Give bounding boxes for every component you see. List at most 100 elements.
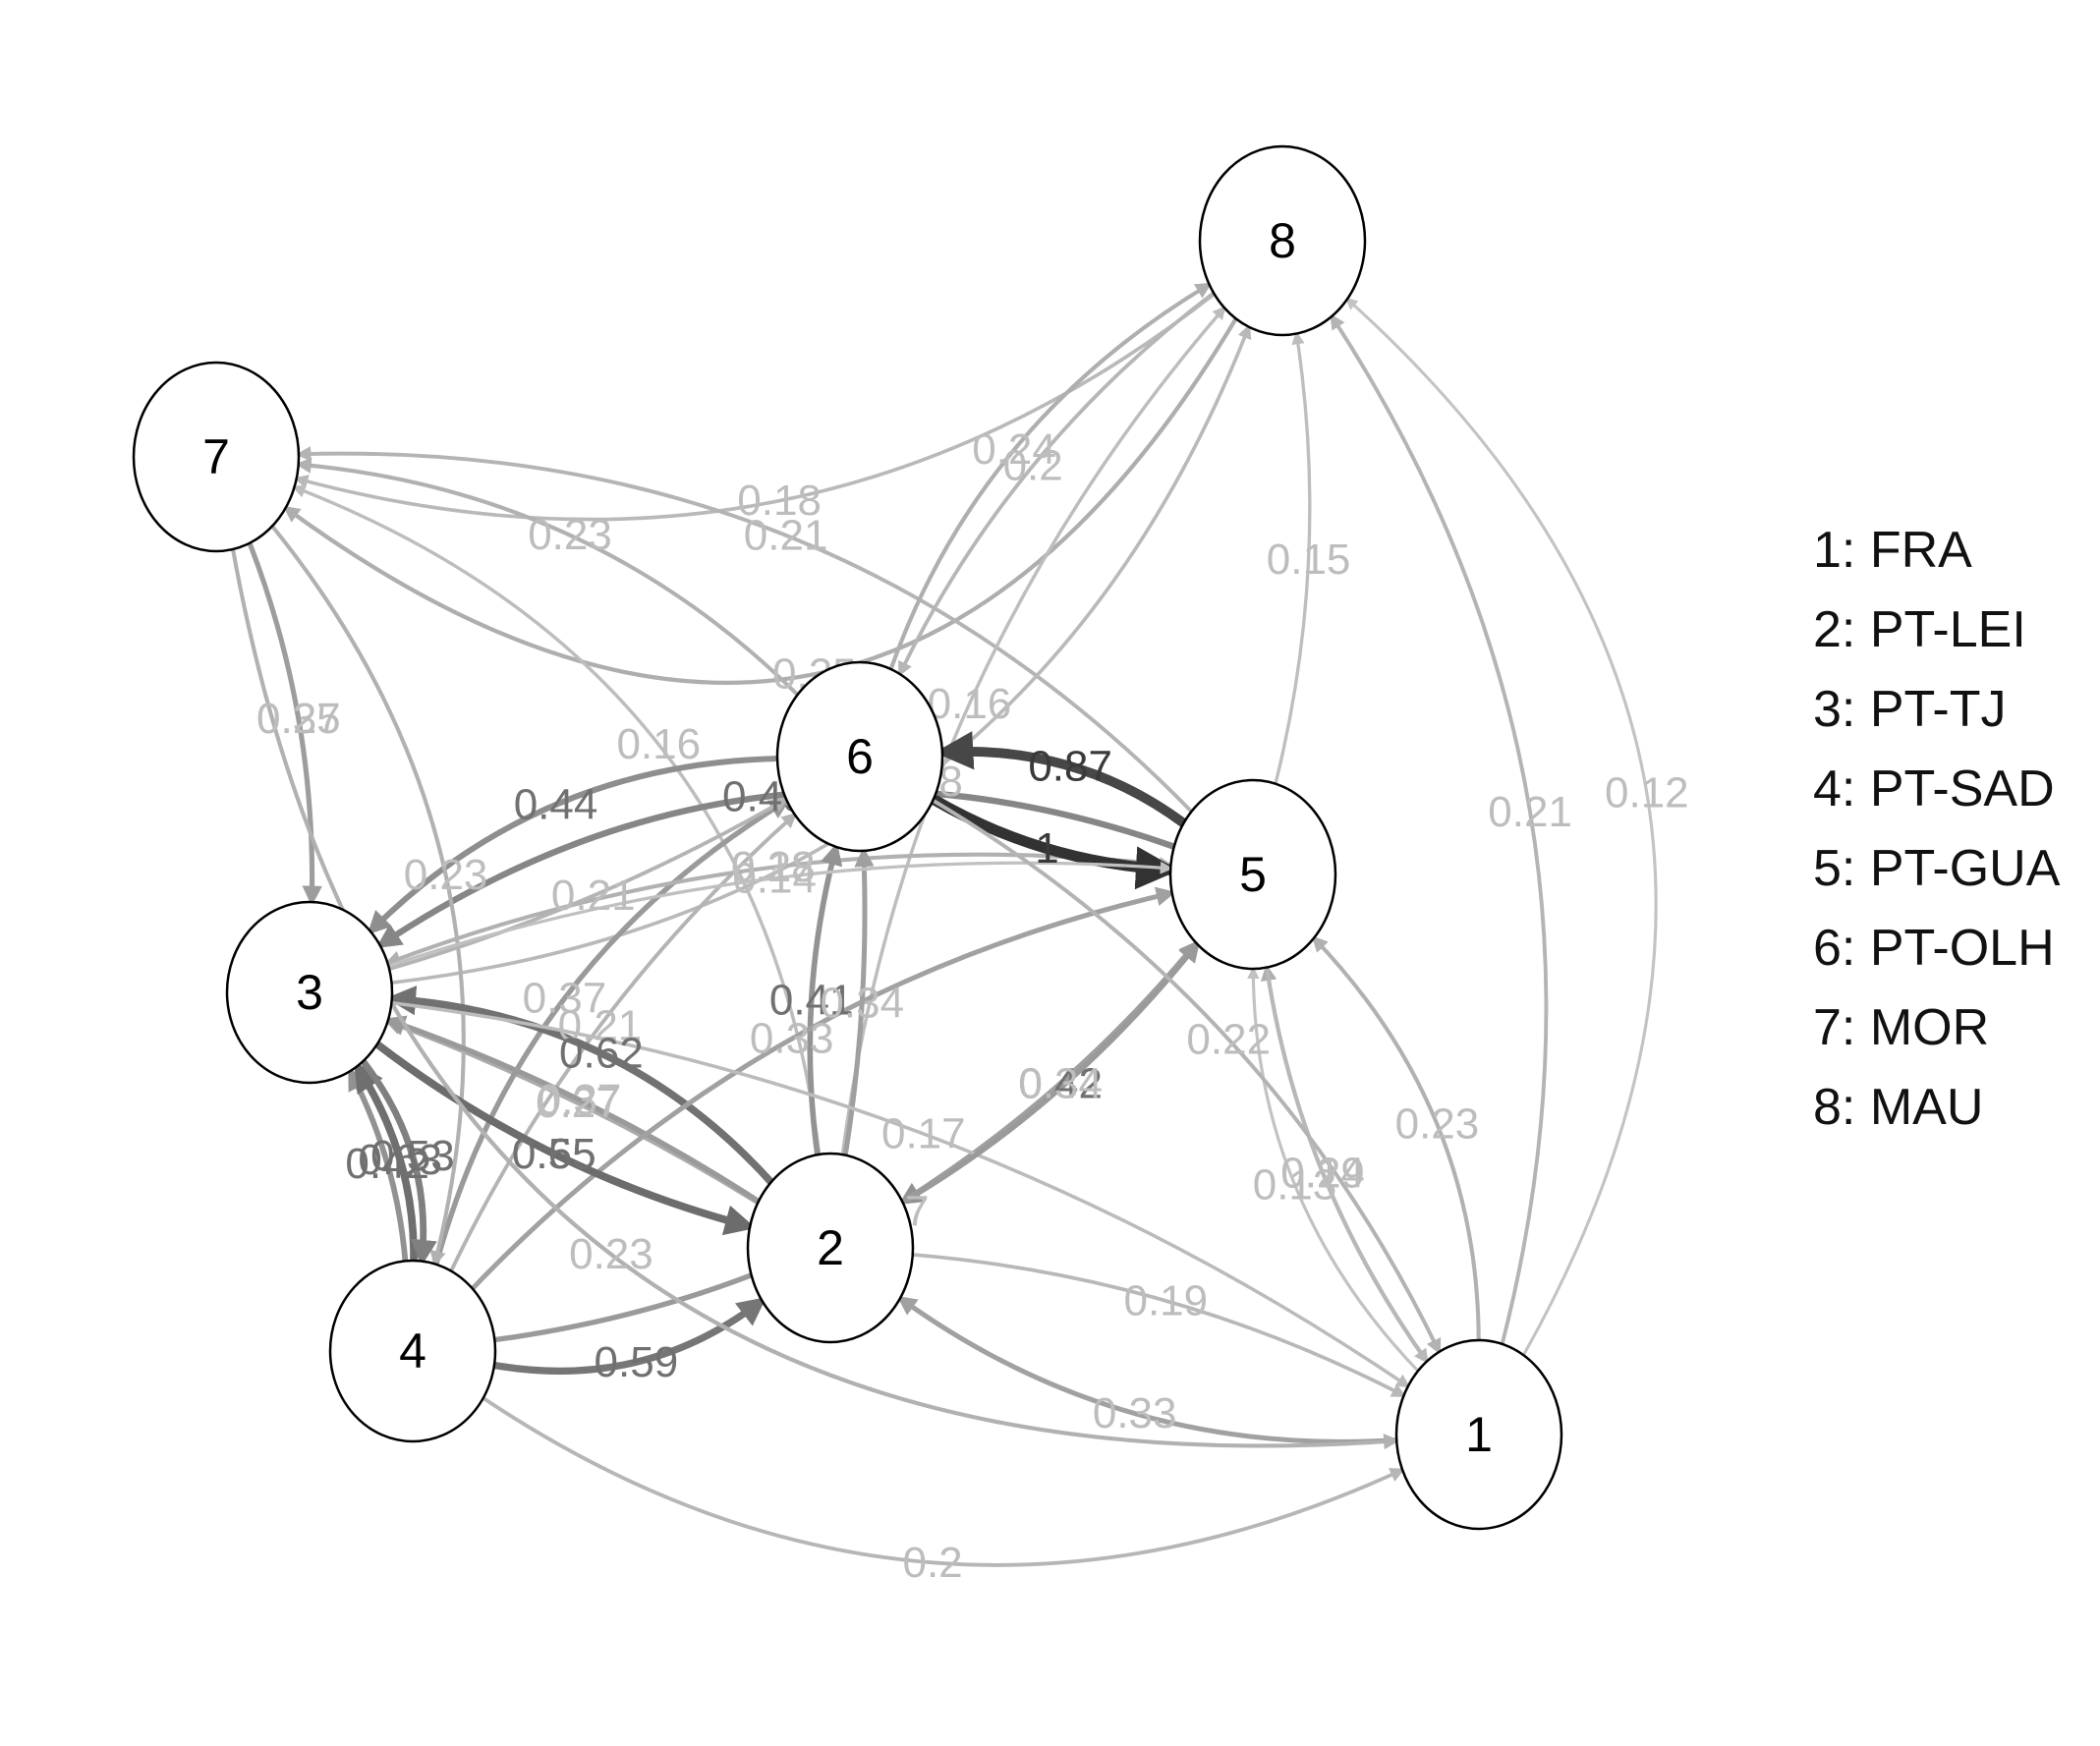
edge-label-5-to-7: 0.21	[744, 511, 828, 559]
node-5: 5	[1168, 778, 1337, 971]
edge-2-to-6	[807, 842, 843, 1158]
legend-item-7: 7: MOR	[1813, 999, 1990, 1056]
edge-1-to-2	[896, 1295, 1399, 1444]
node-label-2: 2	[817, 1220, 844, 1275]
edge-6-to-1	[931, 798, 1442, 1355]
edge-label-2-to-3: 0.62	[559, 1029, 644, 1077]
edge-5-to-6	[935, 731, 1189, 828]
edge-1-to-5	[1246, 966, 1420, 1373]
node-label-3: 3	[296, 965, 323, 1020]
edge-7-to-4	[269, 524, 466, 1267]
edge-8-to-6	[897, 291, 1216, 677]
node-7: 7	[132, 361, 301, 553]
legend-item-1: 1: FRA	[1813, 522, 1972, 579]
edge-2-to-3	[383, 1015, 762, 1205]
edge-label-2-to-6: 0.34	[820, 980, 904, 1028]
edge-label-2-to-1: 0.19	[1123, 1276, 1208, 1324]
edge-label-2-to-7: 0.16	[616, 720, 701, 768]
node-4: 4	[328, 1259, 497, 1443]
edge-label-layer: 0.250.180.20.210.230.160.240.210.150.160…	[256, 425, 1689, 1587]
edge-label-1-to-2: 0.33	[1093, 1389, 1177, 1437]
edge-label-2-to-6: 0.41	[769, 976, 854, 1024]
edge-5-to-7	[295, 446, 1194, 814]
edge-3-to-6	[387, 797, 789, 972]
edge-label-6-to-8: 0.24	[972, 425, 1056, 474]
edge-label-1-to-5: 0.13	[1253, 1160, 1337, 1209]
edge-4-to-1	[481, 1395, 1405, 1567]
edge-label-3-to-5: 0.14	[732, 854, 817, 902]
edge-label-5-to-6: 0.87	[1028, 742, 1112, 790]
edge-label-7-to-3: 0.35	[256, 695, 341, 743]
node-layer: 1 2 3 4 5 6 7 8	[132, 144, 1563, 1531]
legend: 1: FRA 2: PT-LEI 3: PT-TJ 4: PT-SAD 5: P…	[1813, 511, 2060, 1148]
edge-label-4-to-2: 0.59	[595, 1338, 679, 1386]
edge-3-to-2	[372, 1040, 757, 1236]
edge-5-to-3	[375, 787, 1177, 949]
node-circle-8	[1198, 144, 1367, 337]
edge-label-1-to-5: 0.23	[1395, 1100, 1480, 1149]
edge-2-to-7	[291, 484, 822, 1156]
edge-1-to-8	[1345, 297, 1658, 1357]
edge-label-1-to-8: 0.21	[1488, 788, 1572, 836]
edge-label-1-to-5: 0.24	[1280, 1149, 1365, 1197]
edge-label-4-to-6: 0.21	[558, 1002, 643, 1050]
edge-label-5-to-2: 0.42	[1018, 1060, 1103, 1108]
edge-label-2-to-3: 0.37	[538, 1076, 622, 1124]
edge-8-to-7	[282, 316, 1238, 686]
edge-6-to-8	[888, 282, 1213, 672]
edge-1-to-5	[1311, 935, 1481, 1343]
edge-label-5-to-3: 0.23	[731, 843, 816, 891]
edge-label-2-to-5: 0.34	[1018, 1060, 1103, 1108]
node-circle-2	[746, 1152, 915, 1344]
edge-6-to-3	[367, 756, 780, 935]
edge-label-8-to-7: 0.18	[737, 477, 822, 525]
edge-label-3-to-6: 0.21	[551, 872, 636, 920]
edge-layer	[230, 282, 1658, 1567]
edge-label-7-to-4: 0.23	[404, 851, 488, 899]
edge-2-to-1	[910, 1253, 1407, 1398]
edge-5-to-8	[1274, 330, 1312, 786]
edge-1-to-8	[1330, 313, 1549, 1346]
node-label-4: 4	[399, 1324, 426, 1379]
edge-label-1-to-8: 0.12	[1605, 769, 1689, 817]
edge-label-4-to-6: 0.37	[523, 975, 607, 1023]
legend-item-8: 8: MAU	[1813, 1079, 1984, 1136]
legend-item-6: 6: PT-OLH	[1813, 920, 2055, 977]
edge-label-3-to-4: 0.53	[370, 1132, 455, 1180]
node-label-7: 7	[202, 429, 230, 484]
node-label-1: 1	[1465, 1407, 1493, 1462]
edge-label-7-to-3: 0.27	[256, 695, 341, 743]
legend-item-4: 4: PT-SAD	[1813, 760, 2055, 817]
node-2: 2	[746, 1152, 915, 1344]
node-circle-4	[328, 1259, 497, 1443]
edge-label-3-to-5: 0.18	[731, 843, 816, 891]
edge-label-3-to-2: 0.65	[512, 1130, 596, 1178]
edge-4-to-5	[470, 886, 1176, 1291]
legend-item-5: 5: PT-GUA	[1813, 840, 2061, 897]
edge-4-to-6	[433, 798, 791, 1267]
edge-label-3-to-2: 0.55	[512, 1130, 596, 1178]
edge-label-4-to-1: 0.2	[902, 1539, 962, 1587]
edge-2-to-3	[385, 986, 775, 1186]
edge-label-5-to-1: 0.19	[1280, 1149, 1365, 1197]
edge-6-to-7	[295, 457, 800, 698]
node-label-8: 8	[1269, 213, 1296, 268]
edge-label-2-to-8: 0.16	[928, 680, 1012, 728]
edge-label-4-to-3: 0.63	[358, 1136, 442, 1184]
edge-3-to-5	[386, 861, 1173, 968]
node-circle-5	[1168, 778, 1337, 971]
node-circle-1	[1394, 1338, 1563, 1531]
edge-8-to-7	[293, 292, 1217, 522]
node-label-5: 5	[1239, 847, 1267, 902]
edge-label-4-to-3: 0.42	[345, 1140, 429, 1188]
edge-7-to-3	[247, 540, 322, 907]
edge-label-8-to-6: 0.2	[1003, 441, 1063, 489]
node-8: 8	[1198, 144, 1367, 337]
edge-4-to-3	[353, 1061, 418, 1265]
node-circle-6	[775, 660, 944, 853]
edge-label-6-to-3: 0.44	[514, 781, 598, 829]
node-3: 3	[225, 900, 394, 1085]
edge-2-to-3	[384, 1018, 761, 1206]
node-label-6: 6	[846, 729, 874, 784]
